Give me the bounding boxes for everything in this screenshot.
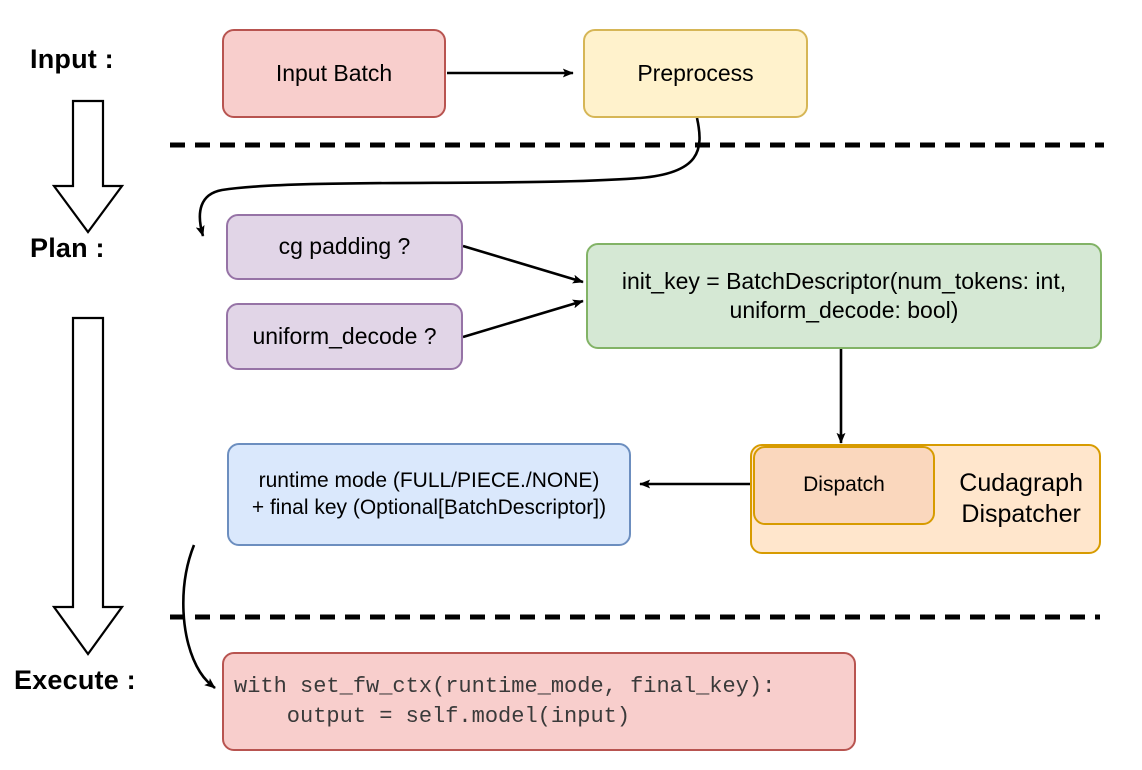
node-cg-padding[interactable]: cg padding ? — [226, 214, 463, 280]
node-input-batch[interactable]: Input Batch — [222, 29, 446, 118]
uniform-decode-to-init-key-arrow — [462, 299, 584, 339]
node-preprocess[interactable]: Preprocess — [583, 29, 808, 118]
stage-label-execute: Execute : — [14, 665, 136, 695]
input-to-plan-block-arrow — [51, 99, 125, 234]
node-init-key[interactable]: init_key = BatchDescriptor(num_tokens: i… — [586, 243, 1102, 349]
plan-to-execute-block-arrow — [51, 316, 125, 656]
node-runtime-mode[interactable]: runtime mode (FULL/PIECE./NONE) + final … — [227, 443, 631, 546]
stage-label-input: Input : — [30, 44, 114, 74]
node-execute-code[interactable]: with set_fw_ctx(runtime_mode, final_key)… — [222, 652, 856, 751]
stage-label-plan: Plan : — [30, 233, 105, 263]
node-uniform-decode[interactable]: uniform_decode ? — [226, 303, 463, 370]
node-dispatch[interactable]: Dispatch — [753, 446, 935, 525]
cg-padding-to-init-key-arrow — [462, 244, 584, 284]
runtime-mode-to-execute-code-arrow — [182, 544, 216, 690]
